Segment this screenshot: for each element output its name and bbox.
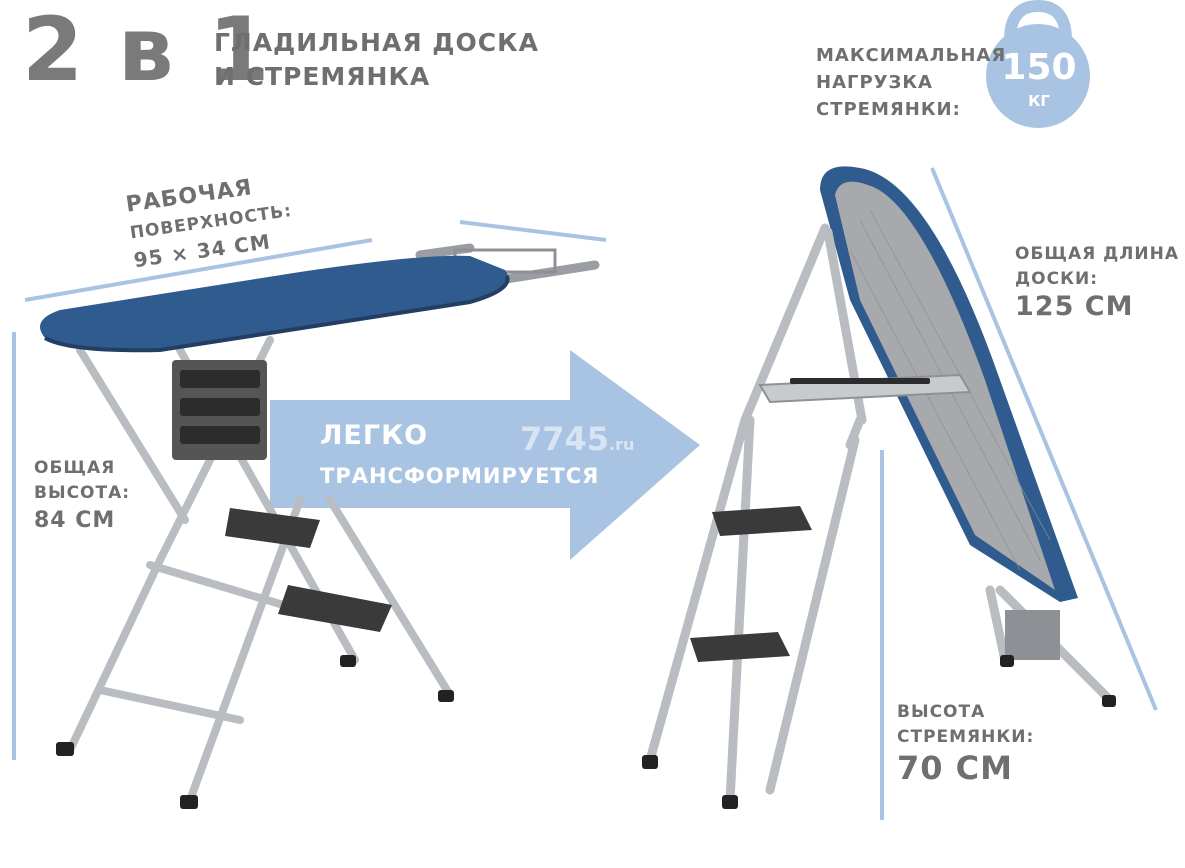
length-dimension-line: [930, 167, 1158, 711]
transform-line2: ТРАНСФОРМИРУЕТСЯ: [320, 464, 600, 488]
headline-subtitle-line2: И СТРЕМЯНКА: [214, 62, 431, 91]
max-load-unit: КГ: [1028, 92, 1050, 110]
watermark-main: 7745: [520, 420, 610, 458]
headline-2in1: 2 в 1: [22, 0, 272, 101]
max-load-value: 150: [1001, 47, 1077, 88]
board-length-line2: ДОСКИ:: [1015, 268, 1098, 289]
ladder-height-label: ВЫСОТА СТРЕМЯНКИ: 70 СМ: [897, 700, 1034, 787]
headline-subtitle: ГЛАДИЛЬНАЯ ДОСКА И СТРЕМЯНКА: [214, 26, 539, 94]
transform-arrow: [270, 350, 700, 560]
total-height-line1: ОБЩАЯ: [34, 458, 116, 478]
total-height-line2: ВЫСОТА:: [34, 482, 131, 503]
ladder-height-value: 70 СМ: [897, 749, 1013, 788]
total-height-label: ОБЩАЯ ВЫСОТА: 84 СМ: [34, 456, 130, 537]
ladder-mode: [642, 166, 1116, 809]
kettlebell-icon: [986, 0, 1090, 128]
ironing-board-mode: [40, 243, 600, 809]
headline-subtitle-line1: ГЛАДИЛЬНАЯ ДОСКА: [214, 28, 539, 57]
max-load-line3: СТРЕМЯНКИ:: [816, 99, 961, 120]
board-length-label: ОБЩАЯ ДЛИНА ДОСКИ: 125 СМ: [1015, 242, 1179, 322]
transform-line1: ЛЕГКО: [320, 420, 429, 451]
board-length-value: 125 СМ: [1015, 291, 1134, 323]
watermark: 7745.ru: [520, 420, 634, 458]
board-length-line1: ОБЩАЯ ДЛИНА: [1015, 244, 1179, 264]
ironing-board-top: [40, 255, 509, 351]
max-load-line2: НАГРУЗКА: [816, 72, 933, 93]
ladder-height-line2: СТРЕМЯНКИ:: [897, 726, 1035, 747]
ladder-height-line1: ВЫСОТА: [897, 702, 986, 722]
watermark-suffix: .ru: [609, 435, 635, 454]
max-load-label: МАКСИМАЛЬНАЯ НАГРУЗКА СТРЕМЯНКИ:: [816, 42, 1006, 123]
total-height-value: 84 СМ: [34, 508, 116, 534]
max-load-line1: МАКСИМАЛЬНАЯ: [816, 45, 1007, 66]
surface-dimension-line: [24, 238, 373, 302]
